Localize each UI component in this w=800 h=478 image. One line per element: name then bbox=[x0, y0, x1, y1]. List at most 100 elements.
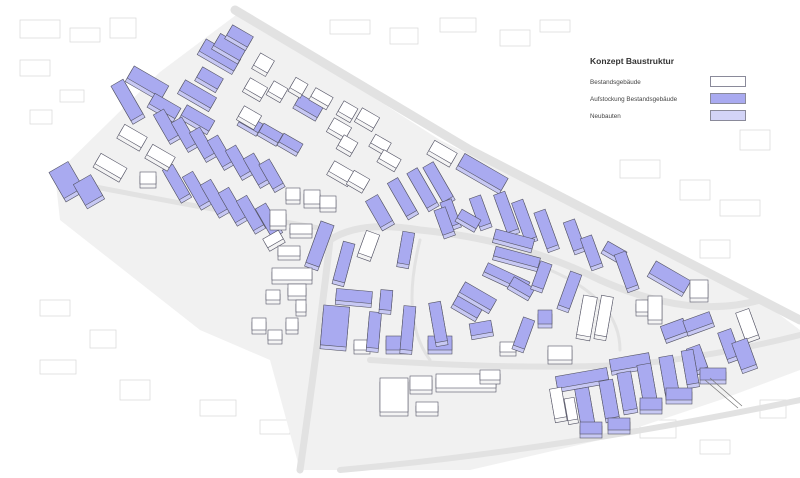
raised-building-roof bbox=[406, 167, 438, 209]
raised-building bbox=[224, 144, 254, 181]
raised-building-roof bbox=[378, 289, 394, 311]
raised-building-roof bbox=[188, 126, 216, 160]
raised-building-roof bbox=[699, 367, 727, 381]
raised-building-roof bbox=[72, 174, 104, 206]
raised-building-roof bbox=[680, 348, 700, 386]
raised-building-roof bbox=[235, 194, 265, 232]
existing-building bbox=[376, 149, 402, 173]
raised-building bbox=[110, 78, 146, 125]
existing-building-roof bbox=[428, 139, 458, 165]
legend-swatch-new bbox=[710, 110, 746, 121]
existing-building bbox=[549, 386, 568, 424]
raised-building bbox=[556, 270, 583, 314]
existing-building bbox=[426, 139, 458, 168]
existing-building-roof bbox=[253, 52, 275, 74]
raised-building bbox=[665, 387, 693, 405]
existing-building bbox=[289, 223, 313, 239]
existing-building-roof bbox=[289, 223, 313, 235]
existing-building bbox=[144, 143, 176, 172]
raised-building bbox=[607, 417, 631, 435]
raised-building bbox=[537, 309, 553, 329]
existing-building-roof bbox=[277, 245, 301, 257]
raised-building bbox=[170, 116, 200, 153]
raised-building-roof bbox=[537, 309, 553, 325]
existing-building bbox=[689, 279, 709, 303]
existing-building-roof bbox=[370, 133, 392, 153]
existing-building bbox=[575, 294, 598, 342]
existing-building-roof bbox=[285, 317, 299, 331]
legend: Konzept Baustruktur Bestandsgebäude Aufs… bbox=[590, 56, 790, 126]
raised-building-roof bbox=[366, 311, 382, 349]
existing-building-roof bbox=[378, 149, 402, 169]
existing-building bbox=[235, 105, 263, 131]
existing-building-roof bbox=[479, 369, 501, 381]
legend-label: Neubauten bbox=[590, 113, 621, 120]
raised-building bbox=[406, 167, 440, 213]
raised-building-roof bbox=[332, 240, 356, 284]
raised-building-roof bbox=[396, 230, 416, 266]
buildings-layer bbox=[48, 24, 761, 439]
existing-building bbox=[415, 401, 439, 417]
raised-building bbox=[124, 65, 170, 102]
existing-building-roof bbox=[146, 143, 176, 169]
raised-building-roof bbox=[493, 245, 541, 269]
raised-building bbox=[194, 66, 224, 94]
raised-building-roof bbox=[731, 337, 757, 371]
raised-building-roof bbox=[110, 78, 144, 122]
raised-building bbox=[48, 161, 86, 203]
raised-building bbox=[454, 208, 482, 233]
pier bbox=[704, 377, 743, 409]
context-buildings bbox=[19, 17, 787, 455]
existing-building-roof bbox=[269, 209, 287, 227]
existing-building-roof bbox=[243, 77, 269, 99]
raised-building-roof bbox=[493, 190, 519, 234]
raised-building bbox=[699, 367, 727, 385]
raised-building bbox=[455, 153, 509, 195]
raised-building bbox=[72, 174, 106, 210]
raised-building bbox=[468, 319, 494, 341]
raised-building-roof bbox=[639, 397, 663, 411]
existing-building bbox=[647, 295, 663, 325]
raised-building-roof bbox=[665, 387, 693, 401]
raised-building-roof bbox=[468, 194, 492, 228]
existing-building bbox=[262, 229, 286, 252]
raised-building-roof bbox=[579, 421, 603, 435]
raised-building bbox=[731, 337, 759, 375]
raised-building bbox=[235, 194, 267, 235]
existing-building-roof bbox=[289, 76, 309, 96]
existing-building-roof bbox=[647, 295, 663, 321]
raised-building bbox=[428, 300, 449, 348]
existing-building-roof bbox=[547, 345, 573, 361]
existing-building-roof bbox=[310, 87, 334, 107]
raised-building-roof bbox=[608, 352, 652, 372]
raised-building-roof bbox=[48, 161, 84, 199]
existing-building bbox=[277, 245, 301, 261]
legend-item-new: Neubauten bbox=[590, 109, 790, 126]
raised-building bbox=[639, 397, 663, 415]
existing-building bbox=[335, 134, 359, 158]
raised-building-roof bbox=[365, 194, 393, 228]
raised-building-roof bbox=[305, 220, 335, 268]
existing-building-roof bbox=[415, 401, 439, 413]
existing-building-roof bbox=[735, 308, 759, 340]
raised-building-roof bbox=[433, 206, 455, 236]
raised-building bbox=[511, 198, 539, 245]
existing-building-roof bbox=[251, 317, 267, 331]
raised-building bbox=[579, 234, 604, 272]
raised-building-roof bbox=[126, 65, 170, 99]
existing-building-roof bbox=[689, 279, 709, 299]
existing-building bbox=[251, 52, 275, 77]
raised-building bbox=[256, 122, 284, 147]
raised-building-roof bbox=[579, 234, 603, 268]
raised-building-roof bbox=[459, 281, 497, 311]
raised-building bbox=[378, 289, 394, 315]
raised-building bbox=[598, 378, 621, 424]
existing-building bbox=[303, 189, 321, 209]
existing-building bbox=[547, 345, 573, 365]
existing-building-roof bbox=[549, 386, 567, 420]
raised-building bbox=[682, 311, 715, 337]
legend-title: Konzept Baustruktur bbox=[590, 56, 675, 66]
raised-building bbox=[579, 421, 603, 439]
raised-building bbox=[613, 250, 640, 294]
raised-building bbox=[331, 240, 356, 288]
